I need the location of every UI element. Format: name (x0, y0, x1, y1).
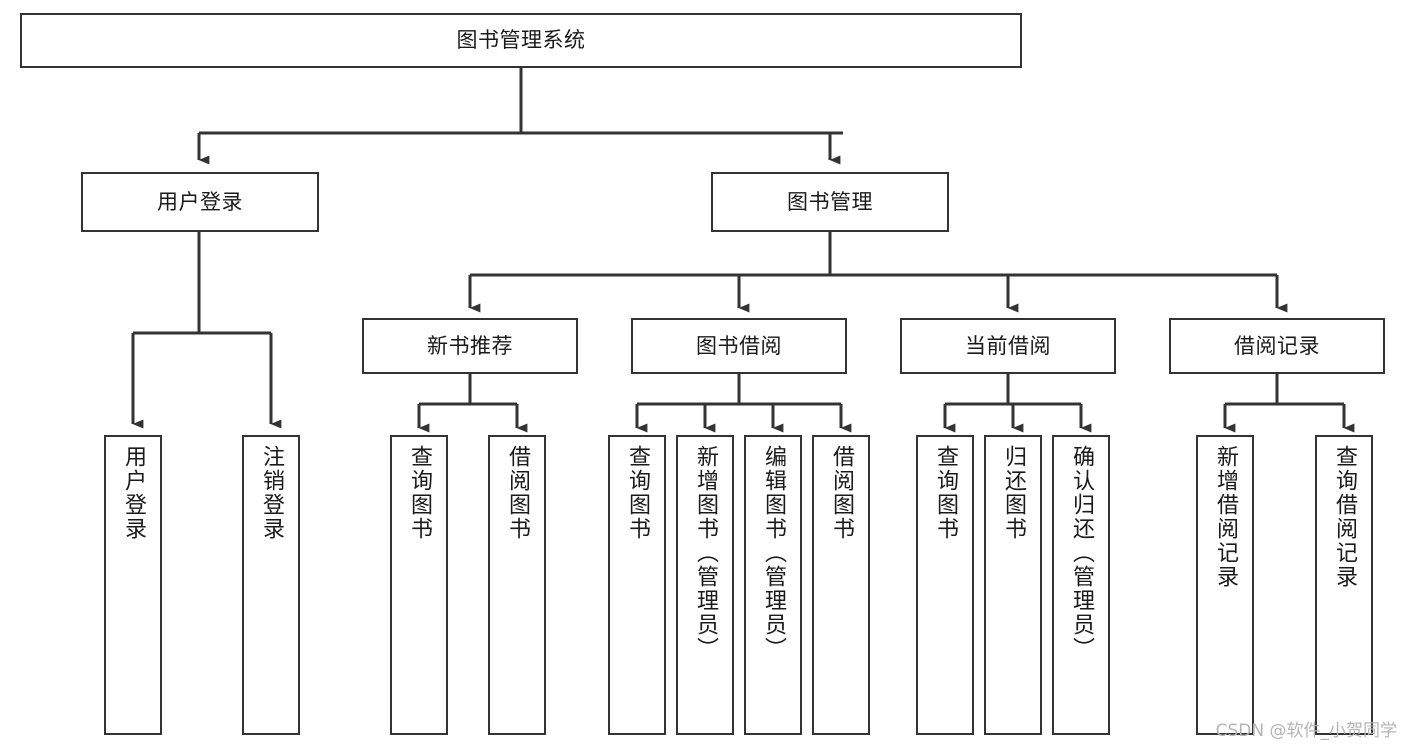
node-leaf-query-book-3[interactable]: 查询图书 (916, 435, 974, 735)
node-leaf-confirm-return-label: 确认归还（管理员） (1069, 445, 1094, 661)
node-leaf-logout-label: 注销登录 (259, 445, 284, 541)
node-root[interactable]: 图书管理系统 (20, 13, 1022, 68)
node-new-book-rec[interactable]: 新书推荐 (362, 318, 578, 374)
node-book-manage-label: 图书管理 (787, 189, 873, 214)
node-leaf-add-book-label: 新增图书（管理员） (693, 445, 718, 661)
node-book-borrow-label: 图书借阅 (696, 333, 782, 358)
node-leaf-query-record[interactable]: 查询借阅记录 (1315, 435, 1373, 735)
node-leaf-borrow-book-1-label: 借阅图书 (505, 445, 530, 541)
node-root-label: 图书管理系统 (456, 28, 586, 53)
node-leaf-borrow-book-2-label: 借阅图书 (829, 445, 854, 541)
node-leaf-edit-book-label: 编辑图书（管理员） (761, 445, 786, 661)
node-leaf-edit-book[interactable]: 编辑图书（管理员） (744, 435, 802, 735)
node-book-borrow[interactable]: 图书借阅 (631, 318, 847, 374)
node-user-login[interactable]: 用户登录 (81, 172, 319, 232)
node-leaf-add-book[interactable]: 新增图书（管理员） (676, 435, 734, 735)
node-current-borrow-label: 当前借阅 (965, 333, 1051, 358)
node-leaf-add-record[interactable]: 新增借阅记录 (1196, 435, 1254, 735)
node-leaf-query-book-1[interactable]: 查询图书 (390, 435, 448, 735)
node-borrow-record[interactable]: 借阅记录 (1169, 318, 1385, 374)
node-leaf-user-login-label: 用户登录 (121, 445, 146, 541)
node-leaf-query-book-2[interactable]: 查询图书 (608, 435, 666, 735)
watermark-text: CSDN @软件_小贺同学 (1215, 721, 1397, 741)
node-leaf-user-login[interactable]: 用户登录 (104, 435, 162, 735)
node-leaf-query-record-label: 查询借阅记录 (1332, 445, 1357, 589)
node-leaf-query-book-2-label: 查询图书 (625, 445, 650, 541)
node-leaf-add-record-label: 新增借阅记录 (1213, 445, 1238, 589)
node-leaf-return-book-label: 归还图书 (1001, 445, 1026, 541)
node-leaf-borrow-book-2[interactable]: 借阅图书 (812, 435, 870, 735)
node-book-manage[interactable]: 图书管理 (711, 172, 949, 232)
node-borrow-record-label: 借阅记录 (1234, 333, 1320, 358)
node-new-book-rec-label: 新书推荐 (427, 333, 513, 358)
node-user-login-label: 用户登录 (157, 189, 243, 214)
node-leaf-confirm-return[interactable]: 确认归还（管理员） (1052, 435, 1110, 735)
node-current-borrow[interactable]: 当前借阅 (900, 318, 1116, 374)
node-leaf-logout[interactable]: 注销登录 (242, 435, 300, 735)
node-leaf-query-book-1-label: 查询图书 (407, 445, 432, 541)
node-leaf-query-book-3-label: 查询图书 (933, 445, 958, 541)
node-leaf-return-book[interactable]: 归还图书 (984, 435, 1042, 735)
node-leaf-borrow-book-1[interactable]: 借阅图书 (488, 435, 546, 735)
